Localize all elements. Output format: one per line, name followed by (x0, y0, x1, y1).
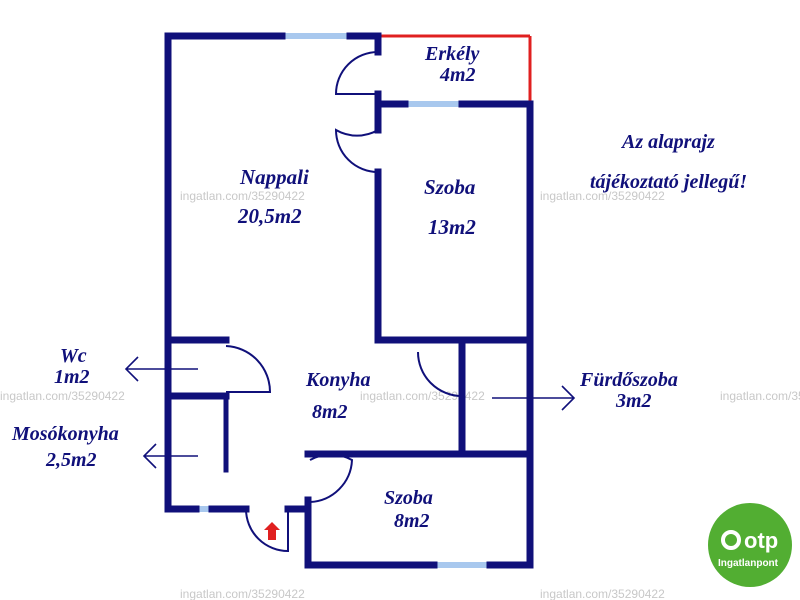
watermark-text: ingatlan.com/35290422 (720, 389, 800, 403)
entrance-door (245, 508, 289, 553)
entrance-arrow-icon (264, 522, 280, 540)
watermark-text: ingatlan.com/35290422 (180, 587, 305, 600)
balcony-door (334, 51, 379, 95)
wc-door (225, 345, 272, 393)
otp-logo: otp Ingatlanpont (708, 503, 792, 587)
szoba2-door (309, 453, 354, 503)
room-labels: Erkély 4m2 Nappali 20,5m2 Szoba 13m2 Kon… (237, 43, 480, 532)
callout-name-furdoszoba: Fürdőszoba (579, 369, 678, 391)
room-area-erkely: 4m2 (439, 64, 476, 86)
windows (165, 33, 490, 568)
szoba-door (334, 128, 379, 173)
callout-name-mosokonyha: Mosókonyha (11, 423, 119, 445)
watermark-text: ingatlan.com/35290422 (540, 189, 665, 203)
room-name-szoba-13: Szoba (424, 175, 475, 199)
watermark-text: ingatlan.com/35290422 (540, 587, 665, 600)
room-name-szoba-8: Szoba (384, 487, 433, 509)
room-name-konyha: Konyha (305, 369, 370, 391)
logo-subtitle: Ingatlanpont (718, 558, 779, 569)
watermark-text: ingatlan.com/35290422 (180, 189, 305, 203)
outer-wall-left (164, 32, 286, 513)
callout-arrow-mosokonyha (142, 443, 198, 469)
callout-area-furdoszoba: 3m2 (615, 390, 652, 412)
room-area-szoba-13: 13m2 (428, 215, 476, 239)
watermark-text: ingatlan.com/35290422 (0, 389, 125, 403)
furdo-door (417, 351, 463, 398)
note-line-2: tájékoztató jellegű! (590, 171, 747, 193)
callout-arrow-wc (124, 356, 198, 382)
watermark-text: ingatlan.com/35290422 (360, 389, 485, 403)
logo-brand: otp (744, 528, 778, 553)
callout-name-wc: Wc (60, 345, 87, 367)
doors (225, 51, 463, 553)
note-line-1: Az alaprajz (620, 131, 715, 153)
walls (164, 32, 534, 569)
room-area-konyha: 8m2 (312, 401, 348, 423)
room-name-erkely: Erkély (424, 43, 480, 65)
callout-arrow-furdoszoba (492, 385, 576, 411)
room-area-nappali: 20,5m2 (237, 204, 302, 228)
room-area-szoba-8: 8m2 (394, 510, 430, 532)
logo-ring-icon (721, 530, 741, 550)
callout-area-mosokonyha: 2,5m2 (45, 449, 97, 471)
logo-circle (708, 503, 792, 587)
callouts: Wc 1m2 Mosókonyha 2,5m2 Fürdőszoba 3m2 (11, 345, 678, 471)
watermarks: ingatlan.com/35290422 ingatlan.com/35290… (0, 189, 800, 600)
callout-area-wc: 1m2 (54, 366, 90, 388)
room-name-nappali: Nappali (239, 165, 309, 189)
